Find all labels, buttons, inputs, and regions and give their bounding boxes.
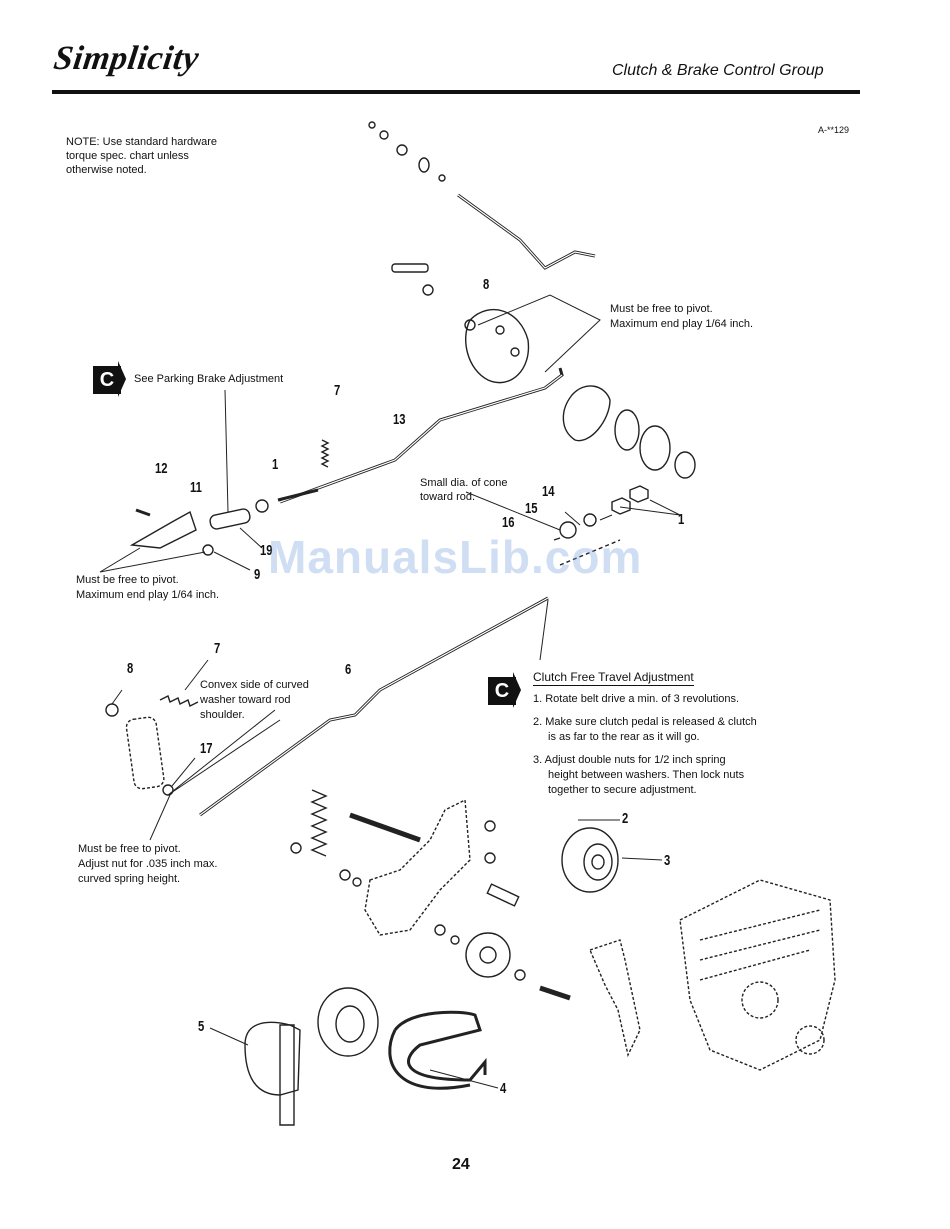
top-rod-icon [458,195,595,268]
part-number-14: 14 [542,483,555,500]
note-line-2: torque spec. chart unless [66,150,189,162]
figure-code: A-**129 [818,125,850,135]
watermark: ManualsLib.com [268,531,643,583]
part-number-1: 1 [272,456,279,473]
part-number-12: 12 [155,460,168,477]
part-number-1-right: 1 [678,511,685,528]
part-number-19: 19 [260,542,273,559]
clutch-adjust-title: Clutch Free Travel Adjustment [533,670,694,686]
clutch-step-3b: height between washers. Then lock nuts [548,769,745,781]
note-line-3: otherwise noted. [66,164,147,176]
clutch-bracket-icon [365,800,470,935]
brake-shoe-icon [563,386,695,478]
pulley-3-icon [562,828,618,892]
part-number-2: 2 [622,810,629,827]
convex-line-1: Convex side of curved [200,679,309,691]
top-hardware-icon [369,122,445,181]
note-line-1: NOTE: Use standard hardware [66,136,218,148]
lever-11-icon [132,512,196,548]
idler-pulley-icon [435,925,525,980]
header-rule [52,90,860,94]
bolt-group-icon [392,264,433,295]
small-dia-line-2: toward rod. [420,491,476,503]
drive-pulley-icon [318,988,378,1056]
belt-4-icon [395,1012,485,1080]
mount-bracket-icon [590,940,640,1055]
part-number-16: 16 [502,514,515,531]
convex-line-3: shoulder. [200,709,245,721]
parking-brake-label: See Parking Brake Adjustment [134,373,284,385]
engine-icon [680,880,835,1070]
part-number-7: 7 [334,382,341,399]
pivot-left-line-1: Must be free to pivot. [76,574,179,586]
part-number-7-lower: 7 [214,640,221,657]
spring-7-lower-icon [160,696,198,706]
part-number-8-lower: 8 [127,660,134,677]
pivot-bottom-line-2: Adjust nut for .035 inch max. [78,858,218,870]
spring-7-icon [322,440,328,467]
belt-guard-5-icon [245,1022,300,1125]
part-number-9: 9 [254,566,261,583]
part-number-17: 17 [200,740,213,757]
clutch-step-2b: is as far to the rear as it will go. [548,731,700,743]
pivot-top-line-2: Maximum end play 1/64 inch. [610,318,754,330]
clutch-adjust-badge: C [488,677,516,705]
spring-vertical-icon [312,790,326,856]
bushing-19-icon [209,508,251,530]
part-number-13: 13 [393,411,406,428]
page-title: Clutch & Brake Control Group [612,62,824,79]
clutch-step-3a: 3. Adjust double nuts for 1/2 inch sprin… [533,754,726,766]
page-number: 24 [452,1156,470,1173]
brake-bracket-icon [465,310,528,383]
part-number-3: 3 [664,852,671,869]
pivot-bottom-line-1: Must be free to pivot. [78,843,181,855]
parking-brake-badge: C [93,366,121,394]
clutch-step-3c: together to secure adjustment. [548,784,697,796]
part-number-8: 8 [483,276,490,293]
clutch-step-1: 1. Rotate belt drive a min. of 3 revolut… [533,693,740,705]
part-number-11: 11 [190,479,202,496]
part-number-6: 6 [345,661,352,678]
pivot-top-line-1: Must be free to pivot. [610,303,713,315]
part-number-5: 5 [198,1018,205,1035]
convex-line-2: washer toward rod [200,694,291,706]
clutch-badge-pointer-icon [513,672,521,708]
clutch-step-2a: 2. Make sure clutch pedal is released & … [533,716,757,728]
pivot-bottom-line-3: curved spring height. [78,873,181,885]
pivot-left-line-2: Maximum end play 1/64 inch. [76,589,220,601]
badge-pointer-icon [118,361,126,397]
part-number-4: 4 [500,1080,507,1097]
part-number-15: 15 [525,500,538,517]
small-dia-line-1: Small dia. of cone [420,477,508,489]
